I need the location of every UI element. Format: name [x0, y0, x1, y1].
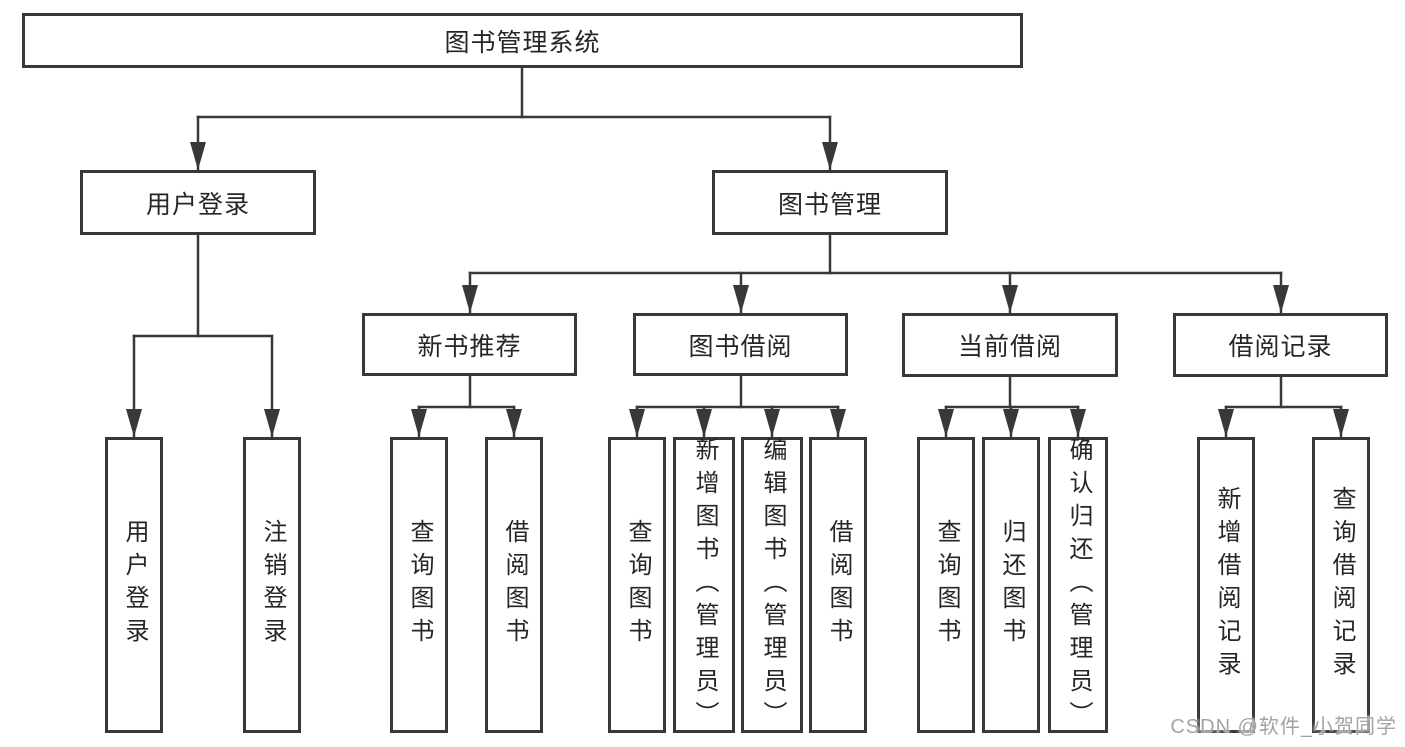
leaf-add-borrow-record: 新增借阅记录	[1197, 437, 1255, 733]
node-root-system: 图书管理系统	[22, 13, 1023, 68]
leaf-label: 借阅图书	[501, 519, 528, 651]
leaf-label: 借阅图书	[825, 519, 852, 651]
leaf-label: 新增借阅记录	[1213, 486, 1240, 684]
leaf-user-login: 用户登录	[105, 437, 163, 733]
leaf-label: 查询图书	[933, 519, 960, 651]
leaf-query-books-current: 查询图书	[917, 437, 975, 733]
leaf-label: 确认归还（管理员）	[1065, 436, 1092, 734]
leaf-query-books-rec: 查询图书	[390, 437, 448, 733]
node-borrowing-records: 借阅记录	[1173, 313, 1388, 377]
leaf-label: 注销登录	[259, 519, 286, 651]
leaf-label: 编辑图书（管理员）	[759, 436, 786, 734]
node-book-management: 图书管理	[712, 170, 948, 235]
node-book-borrowing: 图书借阅	[633, 313, 848, 376]
leaf-label: 查询借阅记录	[1328, 486, 1355, 684]
leaf-label: 用户登录	[121, 519, 148, 651]
leaf-label: 归还图书	[998, 519, 1025, 651]
leaf-confirm-return-admin: 确认归还（管理员）	[1048, 436, 1108, 734]
leaf-borrow-books-borrow: 借阅图书	[809, 437, 867, 733]
leaf-add-books-admin: 新增图书（管理员）	[673, 436, 735, 734]
leaf-return-books: 归还图书	[982, 437, 1040, 733]
node-current-borrowing: 当前借阅	[902, 313, 1118, 377]
leaf-query-borrow-record: 查询借阅记录	[1312, 437, 1370, 733]
node-user-login: 用户登录	[80, 170, 316, 235]
node-new-book-recommendation: 新书推荐	[362, 313, 577, 376]
csdn-watermark: CSDN @软件_小贺同学	[1170, 716, 1397, 738]
leaf-label: 查询图书	[406, 519, 433, 651]
leaf-logout: 注销登录	[243, 437, 301, 733]
leaf-label: 查询图书	[624, 519, 651, 651]
leaf-query-books-borrow: 查询图书	[608, 437, 666, 733]
leaf-label: 新增图书（管理员）	[691, 436, 718, 734]
leaf-edit-books-admin: 编辑图书（管理员）	[741, 436, 803, 734]
leaf-borrow-books-rec: 借阅图书	[485, 437, 543, 733]
